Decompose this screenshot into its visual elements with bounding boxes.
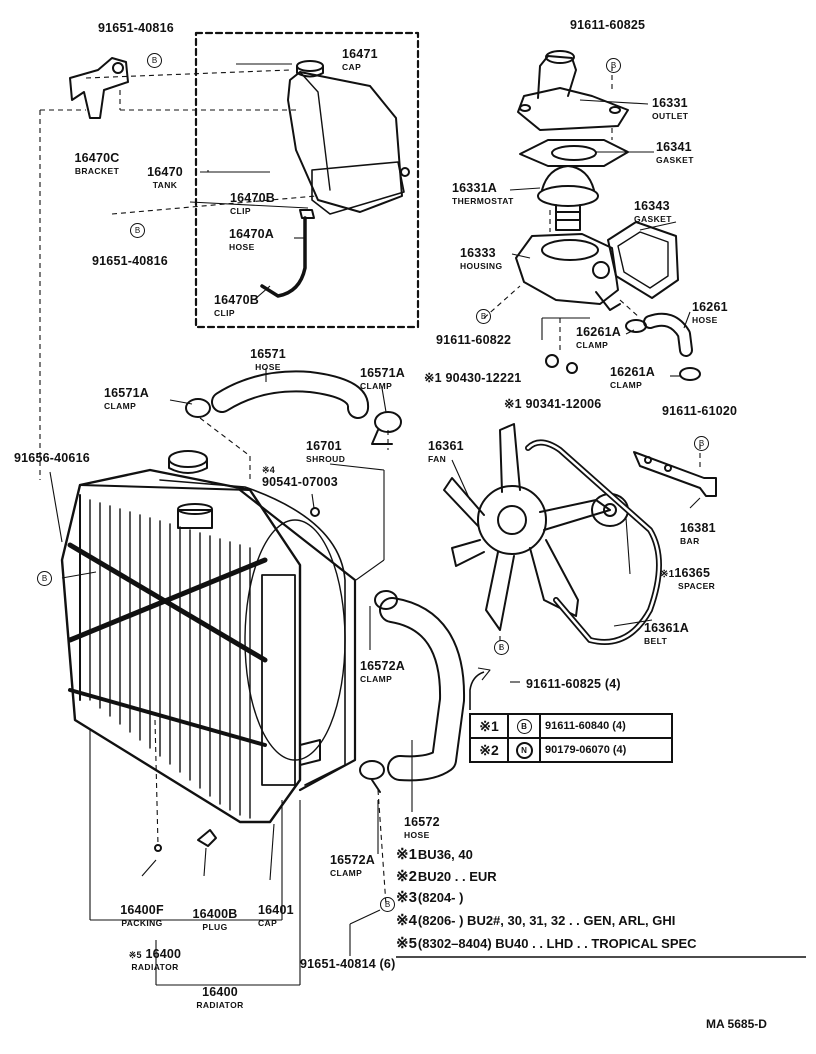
bracket-16470c-drawing (69, 57, 129, 119)
legend-symbol: N (507, 737, 541, 763)
legend-part: 91611-60840 (4) (539, 713, 673, 739)
bolt-symbol: B (476, 309, 491, 324)
note-2: ※2BU20 . . EUR (396, 868, 497, 885)
label-spacer-16365: ※116365 SPACER (660, 566, 716, 591)
legend-mark: ※1 (469, 713, 509, 739)
bar-16381-drawing (633, 451, 717, 497)
outlet-drawing (517, 50, 629, 131)
note-4: ※4(8206- ) BU2#, 30, 31, 32 . . GEN, ARL… (396, 912, 676, 929)
bolt-symbol: B (494, 640, 509, 655)
fan-drawing (443, 423, 611, 631)
bolt-symbol: B (130, 223, 145, 238)
gasket-16341-drawing (519, 139, 629, 167)
legend-row: ※1 B 91611-60840 (4) (469, 713, 673, 739)
bolt-symbol: B (606, 58, 621, 73)
note-5: ※5(8302–8404) BU40 . . LHD . . TROPICAL … (396, 935, 697, 952)
legend-mark: ※2 (469, 737, 509, 763)
thermostat-drawing (537, 165, 599, 231)
label-bolt-91611-60822: 91611-60822 (436, 333, 512, 347)
tank-assembly-box (194, 31, 420, 329)
bolt-symbol: B (380, 897, 395, 912)
label-bolt-91651-40816-mid: 91651-40816 (92, 254, 168, 268)
plug-16400b-drawing (197, 829, 217, 847)
shroud-drawing (159, 479, 357, 792)
legend-symbol: B (507, 713, 541, 739)
footer-code: MA 5685-D (706, 1017, 767, 1031)
note-3: ※3(8204- ) (396, 889, 464, 906)
legend-table: ※1 B 91611-60840 (4) ※2 N 90179-06070 (4… (469, 713, 673, 763)
radiator-cap-drawing (168, 450, 208, 474)
legend-part: 90179-06070 (4) (539, 737, 673, 763)
housing-drawing (515, 233, 621, 311)
label-nut-90430-12221: ※1 90430-12221 (424, 371, 522, 385)
label-bolt-91651-40814: 91651-40814 (6) (300, 957, 396, 971)
label-washer-90341-12006: ※1 90341-12006 (504, 397, 602, 411)
label-bolt-91656-40616: 91656-40616 (14, 451, 90, 465)
label-bolt-91611-60825-bottom: 91611-60825 (4) (526, 677, 621, 691)
bolt-symbol: B (147, 53, 162, 68)
radiator-drawing (60, 468, 321, 852)
reservoir-tank-drawing (260, 60, 410, 298)
legend-row: ※2 N 90179-06070 (4) (469, 737, 673, 763)
label-bolt-91651-40816-top: 91651-40816 (98, 21, 174, 35)
bolt-symbol: B (694, 436, 709, 451)
label-bolt-91611-61020: 91611-61020 (662, 404, 738, 418)
note-1: ※1BU36, 40 (396, 846, 473, 863)
bolt-symbol: B (37, 571, 52, 586)
label-bolt-91611-60825-top: 91611-60825 (570, 18, 646, 32)
